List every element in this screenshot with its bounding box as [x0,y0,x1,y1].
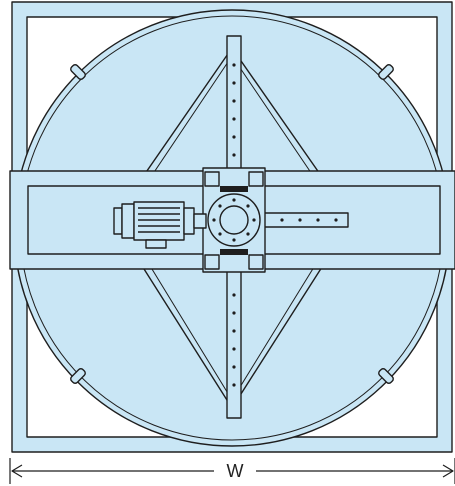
gearbox-hub [202,167,266,273]
width-label: W [220,461,250,481]
rim-clips [70,64,394,384]
horizontal-rail [261,212,349,228]
width-dimension-arrow [9,458,455,484]
motor [113,201,207,249]
